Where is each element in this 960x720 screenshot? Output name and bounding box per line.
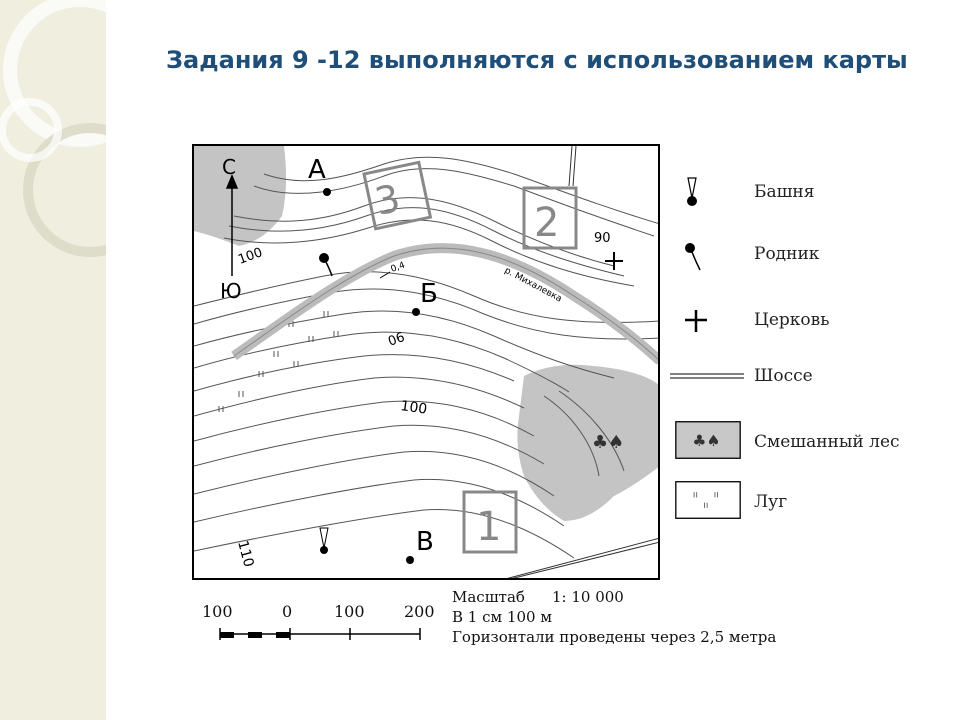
mixed-forest-map-icon: ♣♠ [592, 432, 624, 453]
scale-ratio-value: 1: 10 000 [552, 588, 624, 606]
legend-label-church: Церковь [754, 310, 830, 330]
topographic-map: С Ю 3 2 1 А Б В ♣♠ [192, 144, 660, 580]
square-3-label: 3 [371, 176, 404, 224]
church-icon [685, 310, 707, 332]
scale-per-cm: В 1 см 100 м [452, 608, 553, 626]
north-arrow-icon [225, 174, 239, 276]
river-flow-label: 0,4 [390, 260, 407, 274]
point-b-marker [412, 308, 420, 316]
point-v-label: В [416, 527, 434, 557]
svg-text:♣♠: ♣♠ [692, 431, 720, 450]
river-michalevka [231, 243, 658, 365]
legend-item-church: Церковь [668, 300, 948, 340]
legend-item-highway: Шоссе [668, 356, 948, 396]
point-a-label: А [308, 155, 326, 185]
scale-label-200: 200 [404, 602, 435, 621]
point-a-marker [323, 188, 331, 196]
mixed-forest-icon: ♣♠ [675, 421, 741, 459]
legend-label-meadow: Луг [754, 492, 788, 512]
legend-item-spring: Родник [668, 234, 948, 274]
legend-label-spring: Родник [754, 244, 820, 264]
square-2-label: 2 [534, 200, 559, 246]
legend-label-mixed-forest: Смешанный лес [754, 432, 900, 452]
scale-label-zero: 0 [282, 602, 293, 621]
scale-label-100-left: 100 [202, 602, 233, 621]
square-1-label: 1 [476, 504, 501, 550]
map-canvas: С Ю 3 2 1 А Б В ♣♠ [194, 146, 658, 578]
spring-icon [319, 253, 333, 277]
point-v-marker [406, 556, 414, 564]
contour-label-100-left: 100 [236, 245, 264, 268]
page-title: Задания 9 -12 выполняются с использовани… [166, 46, 908, 74]
decorative-side-strip [0, 0, 106, 720]
legend-item-tower: Башня [668, 172, 948, 212]
highway-icon [670, 373, 744, 379]
river-flow-arrow-icon [379, 271, 391, 279]
square-2 [522, 186, 578, 250]
north-label: С [222, 155, 236, 179]
meadow-icon [675, 481, 741, 519]
highway-road [507, 146, 658, 578]
contour-label-90-mid: 06 [386, 330, 407, 350]
contour-label-110: 110 [234, 539, 256, 569]
tower-icon [687, 177, 697, 206]
legend-item-mixed-forest: ♣♠ Смешанный лес [668, 420, 948, 466]
contour-label-90-right: 90 [594, 231, 611, 246]
decorative-rings [0, 0, 106, 257]
scale-bar: 100 0 100 200 Масштаб 1: 10 000 В 1 см 1… [196, 588, 796, 678]
forest-patch-se [517, 364, 658, 521]
scale-ratio-label: Масштаб [452, 588, 525, 606]
square-1 [462, 490, 518, 554]
tower-icon [319, 527, 329, 554]
scale-ruler [219, 628, 421, 640]
south-label: Ю [220, 279, 242, 303]
map-legend: Башня Родник Церковь Шоссе ♣♠ Смешанный … [668, 160, 948, 540]
square-3 [362, 160, 433, 231]
spring-icon [685, 243, 701, 271]
contour-label-100-mid: 100 [399, 398, 428, 418]
legend-label-tower: Башня [754, 182, 815, 202]
forest-patch-nw [194, 146, 287, 246]
scale-label-100-mid: 100 [334, 602, 365, 621]
church-icon [605, 252, 623, 270]
legend-label-highway: Шоссе [754, 366, 813, 386]
point-b-label: Б [420, 279, 438, 309]
scale-contours-note: Горизонтали проведены через 2,5 метра [452, 628, 777, 646]
legend-item-meadow: Луг [668, 480, 948, 526]
